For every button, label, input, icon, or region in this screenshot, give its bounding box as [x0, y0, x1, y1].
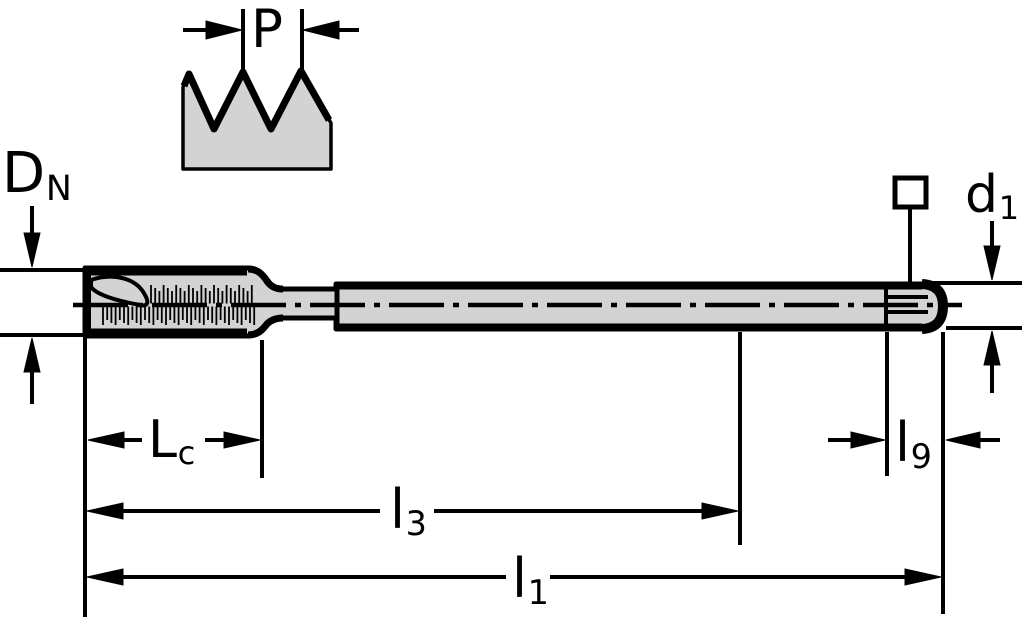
- label-pitch: P: [251, 3, 283, 56]
- label-dn-subscript: N: [45, 168, 72, 209]
- label-d1-text: d: [965, 165, 999, 225]
- label-square-length: l9: [895, 416, 932, 474]
- arrowhead: [23, 337, 41, 373]
- label-l3: l3: [390, 483, 427, 541]
- label-l3-text: l: [390, 478, 406, 541]
- label-pitch-text: P: [251, 0, 283, 60]
- arrowhead: [205, 20, 243, 40]
- thread-hatching-top: [150, 285, 253, 304]
- flute: [89, 274, 150, 308]
- pitch-dimension: [183, 9, 359, 72]
- shank-end-cap: [921, 279, 949, 334]
- transition-outline: [247, 265, 284, 339]
- l3-dimension: [86, 332, 742, 545]
- arrowhead: [86, 502, 124, 520]
- shank-outline: [338, 282, 922, 331]
- arrowhead: [983, 245, 1001, 281]
- dn-dimension: [0, 206, 90, 404]
- arrowhead: [904, 568, 942, 586]
- label-shank-diameter: d1: [965, 169, 1019, 224]
- arrowhead: [223, 431, 261, 449]
- arrowhead: [86, 568, 124, 586]
- square-drive-detail: [884, 279, 949, 334]
- label-l3-subscript: 3: [405, 504, 427, 544]
- label-nominal-diameter: DN: [2, 146, 72, 206]
- arrowhead: [23, 232, 41, 268]
- arrowhead: [945, 431, 981, 449]
- thread-profile-detail: [180, 67, 333, 171]
- square-symbol: [892, 175, 929, 282]
- arrowhead: [87, 431, 125, 449]
- arrowhead: [983, 330, 1001, 366]
- label-chamfer-length: Lc: [148, 414, 195, 469]
- thread-section-outline: [85, 266, 247, 338]
- label-l9-text: l: [895, 411, 911, 474]
- arrowhead: [850, 431, 886, 449]
- label-lc-subscript: c: [177, 434, 196, 473]
- label-l9-subscript: 9: [910, 437, 932, 477]
- arrowhead: [701, 502, 739, 520]
- label-lc-text: L: [148, 410, 177, 470]
- tap-body: [73, 265, 962, 339]
- label-d1-subscript: 1: [998, 189, 1020, 228]
- thread-hatching-bottom: [102, 306, 256, 325]
- d1-dimension: [928, 221, 1022, 393]
- label-l1-text: l: [512, 547, 528, 610]
- l1-dimension: [83, 332, 945, 617]
- l9-dimension: [828, 332, 1000, 476]
- label-l1-subscript: 1: [527, 573, 549, 613]
- label-dn-text: D: [2, 141, 46, 206]
- lc-dimension: [87, 340, 264, 478]
- arrowhead: [302, 20, 340, 40]
- label-overall-length: l1: [512, 552, 549, 610]
